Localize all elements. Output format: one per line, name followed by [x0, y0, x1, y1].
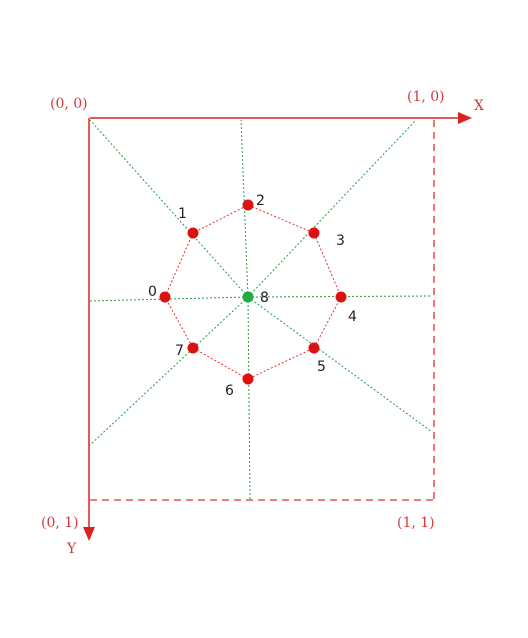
point-6 — [242, 373, 254, 385]
point-8-center — [242, 291, 254, 303]
x-axis-arrowhead — [458, 112, 472, 124]
point-4 — [335, 291, 347, 303]
point-7 — [187, 342, 199, 354]
y-axis-arrowhead — [83, 527, 95, 541]
point-label-5: 5 — [317, 359, 326, 375]
point-labels: 0 1 2 3 4 5 6 7 8 — [148, 193, 357, 399]
guide-line-1 — [89, 119, 249, 298]
x-axis-label: X — [474, 98, 484, 114]
corner-label-bottom-right: (1, 1) — [397, 515, 435, 531]
corner-label-top-left: (0, 0) — [50, 96, 88, 112]
guide-line-3 — [247, 119, 417, 298]
point-label-3: 3 — [336, 233, 345, 249]
corner-label-top-right: (1, 0) — [407, 89, 445, 105]
point-label-2: 2 — [256, 193, 265, 209]
guide-lines — [89, 119, 433, 501]
point-label-7: 7 — [175, 343, 184, 359]
axes — [88, 117, 460, 528]
point-2 — [242, 199, 254, 211]
point-label-8: 8 — [260, 290, 269, 306]
guide-line-5 — [247, 296, 433, 433]
corner-labels: (0, 0) (1, 0) (0, 1) (1, 1) — [41, 89, 445, 531]
point-label-4: 4 — [348, 309, 357, 325]
point-label-1: 1 — [178, 206, 187, 222]
corner-label-bottom-left: (0, 1) — [41, 515, 79, 531]
y-axis-label: Y — [66, 541, 77, 557]
point-3 — [308, 227, 320, 239]
dashed-frame — [90, 120, 435, 501]
guide-line-7 — [89, 296, 249, 446]
points — [159, 199, 347, 385]
point-1 — [187, 227, 199, 239]
point-label-6: 6 — [225, 383, 234, 399]
guide-line-6 — [247, 296, 251, 501]
point-0 — [159, 291, 171, 303]
point-label-0: 0 — [148, 284, 157, 300]
point-5 — [308, 342, 320, 354]
